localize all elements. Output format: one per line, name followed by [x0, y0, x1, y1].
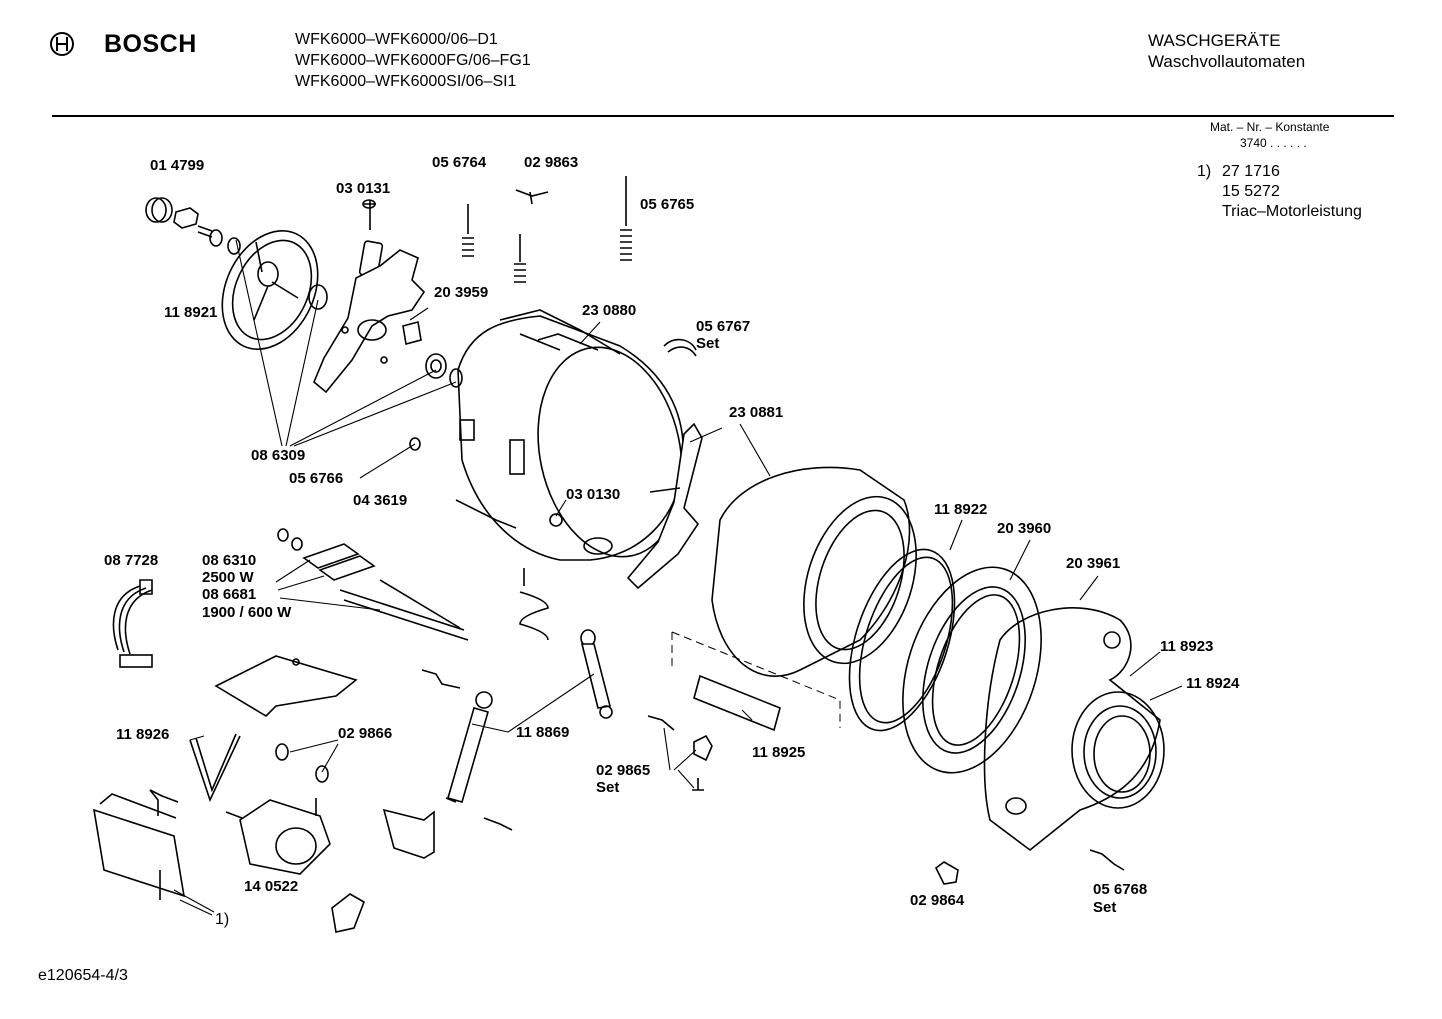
clamp-part: [663, 338, 697, 357]
model-line-2: WFK6000–WFK6000FG/06–FG1: [295, 52, 531, 69]
drum-part: [626, 422, 917, 677]
belt-part: [189, 733, 241, 803]
part-label-029866: 02 9866: [338, 725, 393, 742]
label-plate-part: [693, 674, 781, 732]
dashed-outline: [671, 631, 841, 728]
part-label-030131: 03 0131: [336, 180, 391, 197]
bracket-part: [331, 808, 435, 933]
lock-part: [693, 734, 713, 762]
part-label-118923: 11 8923: [1160, 638, 1214, 655]
part-label-043619: 04 3619: [353, 492, 408, 509]
drum-cross-part: [313, 199, 426, 394]
part-label-056768-set: Set: [1093, 899, 1117, 916]
part-label-056764: 05 6764: [432, 154, 487, 171]
part-label-029863: 02 9863: [524, 154, 579, 171]
category-subtitle: Waschvollautomaten: [1148, 52, 1306, 71]
part-label-056767-set: Set: [696, 335, 720, 352]
part-label-029864: 02 9864: [910, 892, 965, 909]
part-label-086681: 08 6681: [202, 586, 257, 603]
part-label-014799: 01 4799: [150, 157, 205, 174]
part-label-230880: 23 0880: [582, 302, 637, 319]
footnote-line-3: Triac–Motorleistung: [1222, 203, 1362, 220]
screw-part: [149, 669, 1125, 871]
category-title: WASCHGERÄTE: [1148, 31, 1281, 50]
heater-part: [277, 528, 469, 641]
pulley-wheel-part: [221, 230, 328, 350]
part-label-203960: 20 3960: [997, 520, 1052, 537]
control-module-part: [92, 789, 186, 900]
mat-nr-title: Mat. – Nr. – Konstante: [1210, 120, 1330, 134]
drawing-code: e120654-4/3: [38, 967, 128, 984]
part-label-230881: 23 0881: [729, 404, 784, 421]
front-housing-part: [983, 607, 1165, 852]
latch-part: [934, 861, 959, 885]
front-panel-ring-part: [902, 566, 1042, 774]
part-label-118925: 11 8925: [752, 744, 806, 761]
part-label-086310: 08 6310: [202, 552, 257, 569]
part-label-056768: 05 6768: [1093, 881, 1148, 898]
model-line-1: WFK6000–WFK6000/06–D1: [295, 31, 498, 48]
seal-ring-part: [848, 548, 956, 732]
part-label-118921: 11 8921: [164, 304, 218, 321]
footnote-line-2: 15 5272: [1222, 183, 1280, 200]
footnote-marker: 1): [1197, 163, 1212, 180]
part-label-118926: 11 8926: [116, 726, 170, 743]
bearing-cap-part: [145, 197, 241, 255]
bosch-logo: [48, 30, 76, 63]
part-label-087728: 08 7728: [104, 552, 159, 569]
part-label-2500w: 2500 W: [202, 569, 254, 586]
part-label-203959: 20 3959: [434, 284, 489, 301]
part-label-056766: 05 6766: [289, 470, 344, 487]
footnote-line-1: 27 1716: [1222, 163, 1280, 180]
part-label-118869: 11 8869: [516, 724, 570, 741]
part-label-086309: 08 6309: [251, 447, 306, 464]
part-label-118922: 11 8922: [934, 501, 988, 518]
part-label-029865: 02 9865: [596, 762, 651, 779]
bearing-part: [409, 353, 463, 451]
bosch-armature-icon: [50, 32, 74, 56]
part-label-029865-set: Set: [596, 779, 620, 796]
part-label-056767: 05 6767: [696, 318, 751, 335]
motor-part: [225, 743, 331, 875]
cover-plate-part: [214, 655, 358, 718]
footnote-reference: 1): [215, 911, 230, 928]
leader-lines: [173, 239, 1183, 916]
part-label-203961: 20 3961: [1066, 555, 1121, 572]
model-line-3: WFK6000–WFK6000SI/06–SI1: [295, 73, 517, 90]
cable-harness-part: [112, 579, 153, 668]
header-rule: [52, 115, 1394, 117]
shock-absorber-part: [445, 629, 613, 803]
clip-part: [515, 189, 549, 205]
mat-nr-value: 3740 . . . . . .: [1240, 136, 1307, 150]
part-label-118924: 11 8924: [1186, 675, 1240, 692]
part-label-030130: 03 0130: [566, 486, 621, 503]
spring-part: [462, 176, 632, 641]
part-label-056765: 05 6765: [640, 196, 695, 213]
brand-name: BOSCH: [104, 30, 197, 58]
part-label-140522: 14 0522: [244, 878, 299, 895]
part-label-1900w: 1900 / 600 W: [202, 604, 292, 621]
